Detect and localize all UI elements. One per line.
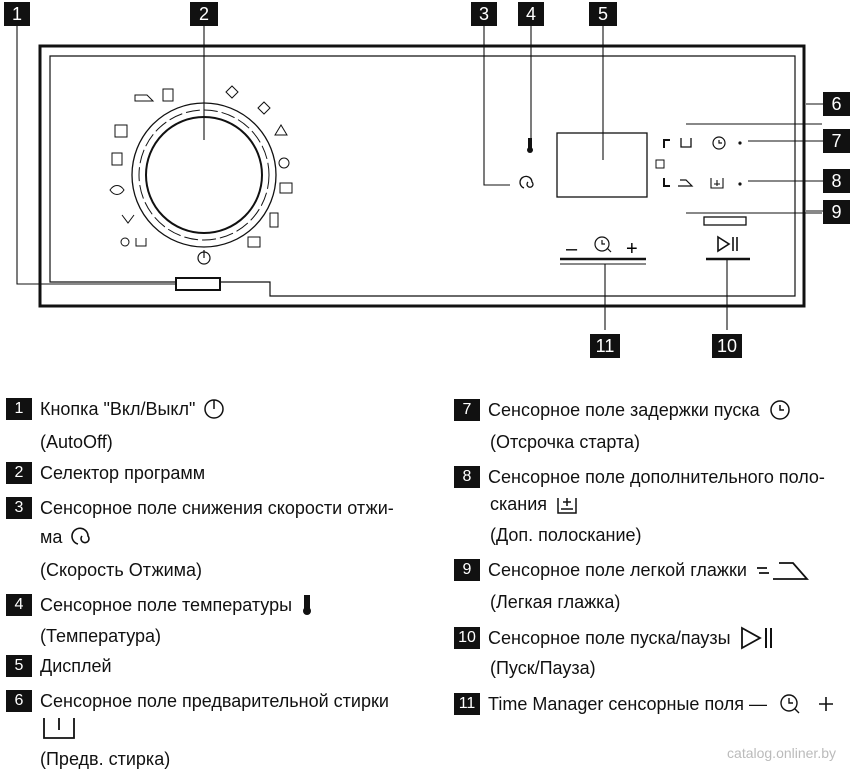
delay-clock-icon[interactable] — [712, 136, 726, 150]
thermometer-icon — [527, 138, 533, 153]
time-manager-minus[interactable]: – — [566, 238, 578, 260]
legend-num: 6 — [6, 690, 32, 712]
start-pause-button-slot[interactable] — [703, 216, 747, 226]
legend-label: Time Manager сенсорные поля — — [488, 693, 768, 714]
legend-sub-7: (Отсрочка старта) — [490, 432, 641, 452]
legend-num: 5 — [6, 655, 32, 677]
legend-label: Сенсорное поле легкой глажки — [488, 559, 747, 580]
extra-rinse-icon — [557, 498, 577, 514]
program-icons — [109, 85, 293, 248]
callout-8: 8 — [823, 169, 850, 193]
legend-sub-9: (Легкая глажка) — [490, 592, 621, 612]
spin-icon — [71, 527, 91, 545]
legend-sub-10: (Пуск/Пауза) — [490, 658, 596, 678]
callout-2: 2 — [190, 2, 218, 26]
legend-num: 3 — [6, 497, 32, 519]
legend-label: Сенсорное поле задержки пуска — [488, 399, 760, 420]
legend-sub-1: (AutoOff) — [40, 432, 113, 452]
time-manager-icon — [780, 694, 834, 714]
power-button[interactable] — [175, 277, 221, 291]
prewash-icon[interactable] — [680, 138, 692, 148]
delay-indicator — [738, 141, 742, 145]
legend-label: Кнопка "Вкл/Выкл" — [40, 398, 196, 419]
legend-item-3-cont: ма — [40, 525, 94, 549]
panel-outline — [38, 44, 806, 308]
options-group-frame — [686, 123, 822, 214]
legend-num: 11 — [454, 693, 480, 715]
legend-item-3: 3 Сенсорное поле снижения скорости отжи- — [6, 497, 394, 519]
display-brackets — [655, 139, 670, 187]
legend-label: Сенсорное поле дополнительного поло- — [488, 466, 825, 487]
legend-label: Сенсорное поле пуска/паузы — [488, 627, 731, 648]
legend-item-7: 7 Сенсорное поле задержки пуска — [454, 398, 794, 422]
legend-num: 10 — [454, 627, 480, 649]
callout-6: 6 — [823, 92, 850, 116]
legend-num: 8 — [454, 466, 480, 488]
legend-item-6: 6 Сенсорное поле предварительной стирки — [6, 690, 389, 712]
legend-label: Сенсорное поле снижения скорости отжи- — [40, 497, 394, 518]
legend-item-4: 4 Сенсорное поле температуры — [6, 594, 314, 616]
legend-item-11: 11 Time Manager сенсорные поля — — [454, 692, 837, 716]
power-icon — [204, 399, 225, 419]
callout-4: 4 — [518, 2, 544, 26]
legend-sub-6: (Предв. стирка) — [40, 749, 171, 769]
legend-sub-4: (Температура) — [40, 626, 162, 646]
callout-1: 1 — [4, 2, 30, 26]
legend-sub-3: (Скорость Отжима) — [40, 560, 203, 580]
callout-10: 10 — [712, 334, 742, 358]
legend-num: 2 — [6, 462, 32, 484]
legend-num: 7 — [454, 399, 480, 421]
legend-label: Сенсорное поле температуры — [40, 594, 293, 615]
panel-inner-outline — [49, 55, 796, 297]
leader-lines — [16, 26, 830, 330]
watermark: catalog.onliner.by — [727, 745, 836, 761]
legend-item-1: 1 Кнопка "Вкл/Выкл" — [6, 398, 225, 420]
callout-9: 9 — [823, 200, 850, 224]
legend-item-8: 8 Сенсорное поле дополнительного поло- — [454, 466, 825, 488]
legend-item-8-cont: скания — [490, 492, 579, 516]
control-panel-diagram: – + — [16, 26, 830, 330]
play-pause-icon — [740, 626, 772, 650]
legend-label-cont: ма — [40, 526, 63, 547]
legend-item-10: 10 Сенсорное поле пуска/паузы — [454, 626, 777, 650]
delay-clock-icon — [769, 400, 790, 420]
rinse-indicator — [738, 182, 742, 186]
legend-item-2: 2 Селектор программ — [6, 462, 205, 484]
time-manager-plus[interactable]: + — [626, 238, 638, 260]
thermometer-icon — [303, 595, 312, 615]
play-pause-icon[interactable] — [717, 235, 738, 253]
legend-sub-8: (Доп. полоскание) — [490, 525, 642, 545]
prewash-icon — [43, 718, 75, 739]
easy-iron-icon[interactable] — [678, 179, 694, 187]
legend-item-9: 9 Сенсорное поле легкой глажки — [454, 559, 809, 581]
legend-label: Сенсорное поле предварительной стирки — [40, 690, 389, 711]
extra-rinse-icon[interactable] — [710, 178, 724, 189]
power-icon — [197, 250, 211, 265]
callout-11: 11 — [590, 334, 620, 358]
legend-label: Селектор программ — [40, 462, 206, 483]
legend-num: 1 — [6, 398, 32, 420]
callout-7: 7 — [823, 129, 850, 153]
callout-3: 3 — [471, 2, 497, 26]
legend-label: Дисплей — [40, 655, 112, 676]
legend-num: 4 — [6, 594, 32, 616]
legend-label-cont: скания — [490, 493, 548, 514]
spin-icon — [519, 175, 534, 189]
callout-5: 5 — [589, 2, 617, 26]
time-manager-icon — [594, 236, 612, 253]
legend-num: 9 — [454, 559, 480, 581]
easy-iron-icon — [756, 562, 809, 580]
legend-item-5: 5 Дисплей — [6, 655, 112, 677]
display-screen — [556, 132, 648, 198]
